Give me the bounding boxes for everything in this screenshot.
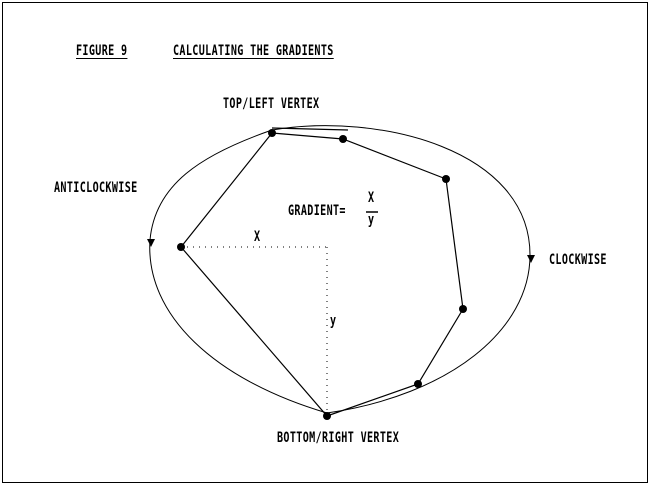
clockwise-curve (271, 125, 531, 414)
anticlockwise-arrow-icon (147, 239, 155, 247)
clockwise-arrow-icon (527, 255, 535, 263)
top-left-vertex-label: TOP/LEFT VERTEX (223, 96, 320, 112)
y-distance-label: y (330, 313, 337, 329)
gradient-formula-label: GRADIENT= (288, 203, 346, 219)
x-distance-label: X (254, 229, 261, 245)
bottom-right-vertex-label: BOTTOM/RIGHT VERTEX (277, 430, 400, 446)
vertex-top-left (268, 129, 276, 137)
vertex (414, 380, 422, 388)
top-vertex-marker-line (271, 127, 349, 131)
gradient-numerator: X (368, 190, 375, 206)
figure-frame (2, 2, 648, 483)
vertex (177, 243, 185, 251)
vertex (442, 175, 450, 183)
clockwise-label: CLOCKWISE (549, 252, 607, 268)
anticlockwise-label: ANTICLOCKWISE (54, 180, 138, 196)
vertex-bottom-right (323, 412, 331, 420)
polygon-outline (180, 132, 464, 417)
gradient-denominator: y (368, 212, 375, 228)
vertex (339, 135, 347, 143)
figure-number: FIGURE 9 (76, 43, 128, 59)
vertex (459, 305, 467, 313)
anticlockwise-curve (149, 129, 328, 414)
figure-title: CALCULATING THE GRADIENTS (173, 43, 334, 59)
